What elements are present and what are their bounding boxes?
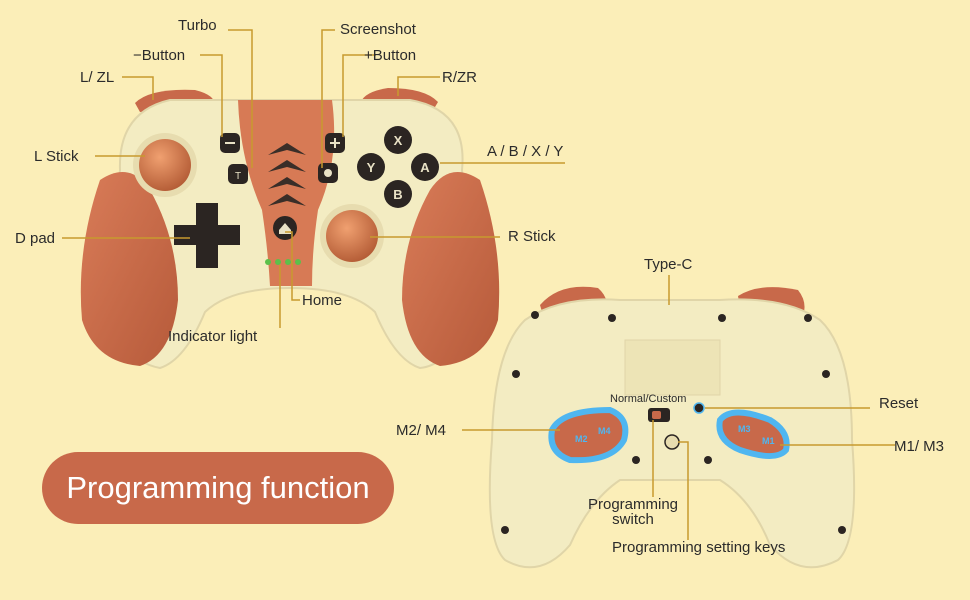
label-minus-button: −Button [133, 47, 186, 64]
label-type-c: Type-C [644, 256, 693, 273]
turbo-button [228, 164, 248, 184]
label-normal-custom: Normal/Custom [610, 393, 687, 405]
paddle-m2: M2 [575, 434, 588, 444]
paddle-m4: M4 [598, 426, 611, 436]
label-indicator-light: Indicator light [168, 328, 258, 345]
face-button-b: B [393, 187, 402, 202]
label-turbo: Turbo [178, 17, 217, 34]
right-grip [402, 172, 500, 366]
face-button-y: Y [367, 160, 376, 175]
front-controller: T X Y A B [80, 88, 500, 370]
label-d-pad: D pad [15, 230, 56, 247]
label-abxy: A / B / X / Y [487, 143, 564, 160]
label-programming-setting-keys: Programming setting keys [612, 539, 786, 556]
label-l-stick: L Stick [34, 148, 79, 165]
right-paddle [716, 409, 790, 459]
reset-hole [693, 402, 705, 414]
back-leader-lines [462, 275, 895, 540]
label-programming-switch: Programming switch [587, 496, 679, 528]
abxy-buttons [357, 126, 439, 208]
left-grip [80, 172, 178, 366]
svg-text:T: T [235, 171, 241, 182]
programming-function-title: Programming function [42, 452, 394, 524]
face-button-a: A [420, 160, 430, 175]
left-stick [139, 139, 191, 191]
label-screenshot: Screenshot [340, 21, 416, 38]
indicator-lights [265, 259, 301, 265]
label-plus-button: +Button [364, 47, 417, 64]
paddle-m3: M3 [738, 424, 751, 434]
programming-setting-key [664, 434, 680, 450]
left-paddle [548, 406, 629, 464]
paddle-m1: M1 [762, 436, 775, 446]
front-leader-lines [62, 29, 565, 328]
right-stick [326, 210, 378, 262]
back-label-area [624, 339, 721, 396]
center-panel [238, 100, 335, 286]
center-chevrons [268, 143, 306, 206]
label-r-stick: R Stick [508, 228, 556, 245]
label-m2-m4: M2/ M4 [396, 422, 447, 439]
back-body [488, 298, 856, 569]
label-m1-m3: M1/ M3 [894, 438, 945, 455]
back-controller: M2 M4 M3 M1 [488, 286, 856, 569]
label-home: Home [302, 292, 343, 309]
label-r-zr: R/ZR [442, 69, 477, 86]
d-pad [174, 203, 240, 268]
label-reset: Reset [879, 395, 919, 412]
back-screws [501, 311, 846, 534]
face-button-x: X [394, 133, 403, 148]
label-l-zl: L/ ZL [80, 69, 115, 86]
